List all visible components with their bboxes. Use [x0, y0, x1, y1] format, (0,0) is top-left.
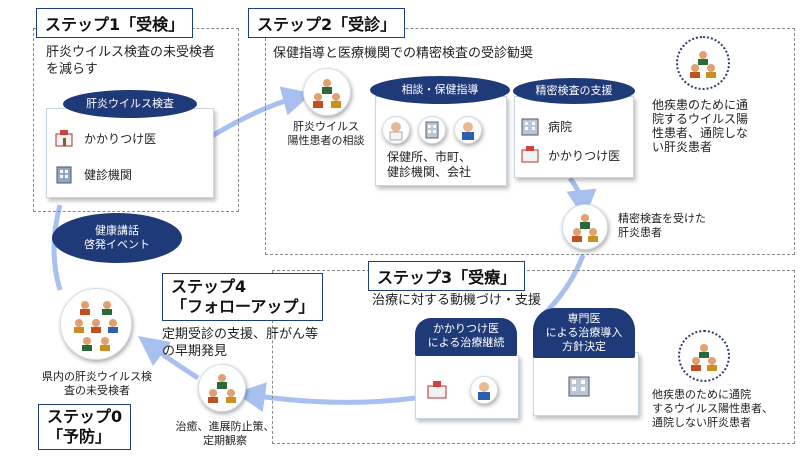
other-patients-label-top: 他疾患のために通 院するウイルス陽 性患者、通院しな い肝炎患者 — [652, 98, 749, 154]
exam-header: 精密検査の支援 — [513, 78, 635, 104]
exam-panel — [514, 96, 634, 178]
step3-subtitle: 治療に対する動機づけ・支援 — [372, 293, 542, 308]
step1-item-checkup: 健診機関 — [84, 168, 133, 182]
other-patients-label-bottom: 他疾患のために通院 するウイルス陽性患者、 通院しない肝炎患者 — [652, 388, 773, 429]
examined-patient-label: 精密検査を受けた 肝炎患者 — [618, 212, 706, 239]
specialist-hospital-icon — [566, 374, 592, 398]
patients-icon — [691, 344, 717, 371]
treatment-clinic-icon — [426, 380, 448, 400]
step1-panel-header: 肝炎ウイルス検査 — [63, 90, 197, 118]
step3-frame — [272, 270, 795, 444]
other-patients-circle-top — [676, 36, 730, 90]
nurse-icon — [382, 116, 410, 144]
worker-icon — [454, 116, 482, 144]
patients-icon — [572, 214, 598, 242]
patients-icon — [690, 51, 716, 78]
step2-subtitle: 保健指導と医療機関での精密検査の受診勧奨 — [273, 46, 534, 61]
exam-item-hospital: 病院 — [548, 120, 573, 134]
step1-title: ステップ1「受検」 — [36, 8, 194, 38]
awareness-event-oval: 健康講話 啓発イベント — [52, 213, 182, 263]
step0-title: ステップ0 「予防」 — [38, 404, 132, 450]
step1-item-family-doctor: かかりつけ医 — [84, 132, 157, 146]
step1-subtitle: 肝炎ウイルス検査の未受検者 を減らす — [46, 45, 216, 77]
patients-icon — [208, 374, 236, 403]
clinic-icon — [54, 129, 74, 147]
specialist-tab: 専門医 による治療導入 方針決定 — [533, 308, 635, 358]
examined-patient-circle — [562, 204, 608, 250]
checkup-building-icon — [54, 164, 74, 184]
followup-caption: 治癒、進展防止策、 定期観察 — [175, 420, 275, 447]
step1-panel — [46, 108, 214, 198]
patients-icon — [313, 79, 341, 108]
exam-clinic-icon — [520, 145, 540, 163]
exam-item-family-doctor: かかりつけ医 — [548, 149, 621, 163]
positive-patient-label: 肝炎ウイルス 陽性患者の相談 — [287, 120, 365, 147]
untested-group-circle — [60, 288, 132, 360]
step4-title: ステップ4 「フォローアップ」 — [162, 273, 324, 321]
hospital-icon — [520, 116, 540, 136]
doctor-icon — [470, 376, 498, 404]
untested-label: 県内の肝炎ウイルス検 査の未受検者 — [42, 370, 152, 397]
step4-subtitle: 定期受診の支援、肝がん等 の早期発見 — [162, 327, 319, 359]
step2-frame — [265, 28, 795, 255]
followup-patient-circle — [198, 364, 246, 412]
step3-title: ステップ3「受療」 — [368, 261, 526, 291]
guidance-caption: 保健所、市町、 健診機関、会社 — [387, 150, 472, 179]
family-treatment-tab: かかりつけ医 による治療継続 — [415, 318, 517, 356]
other-patients-circle-bottom — [678, 330, 730, 382]
guidance-header: 相談・保健指導 — [370, 76, 510, 104]
positive-patient-circle — [303, 68, 351, 116]
patients-icon — [74, 301, 118, 351]
office-building-icon — [418, 116, 446, 144]
step2-title: ステップ2「受診」 — [248, 8, 406, 38]
